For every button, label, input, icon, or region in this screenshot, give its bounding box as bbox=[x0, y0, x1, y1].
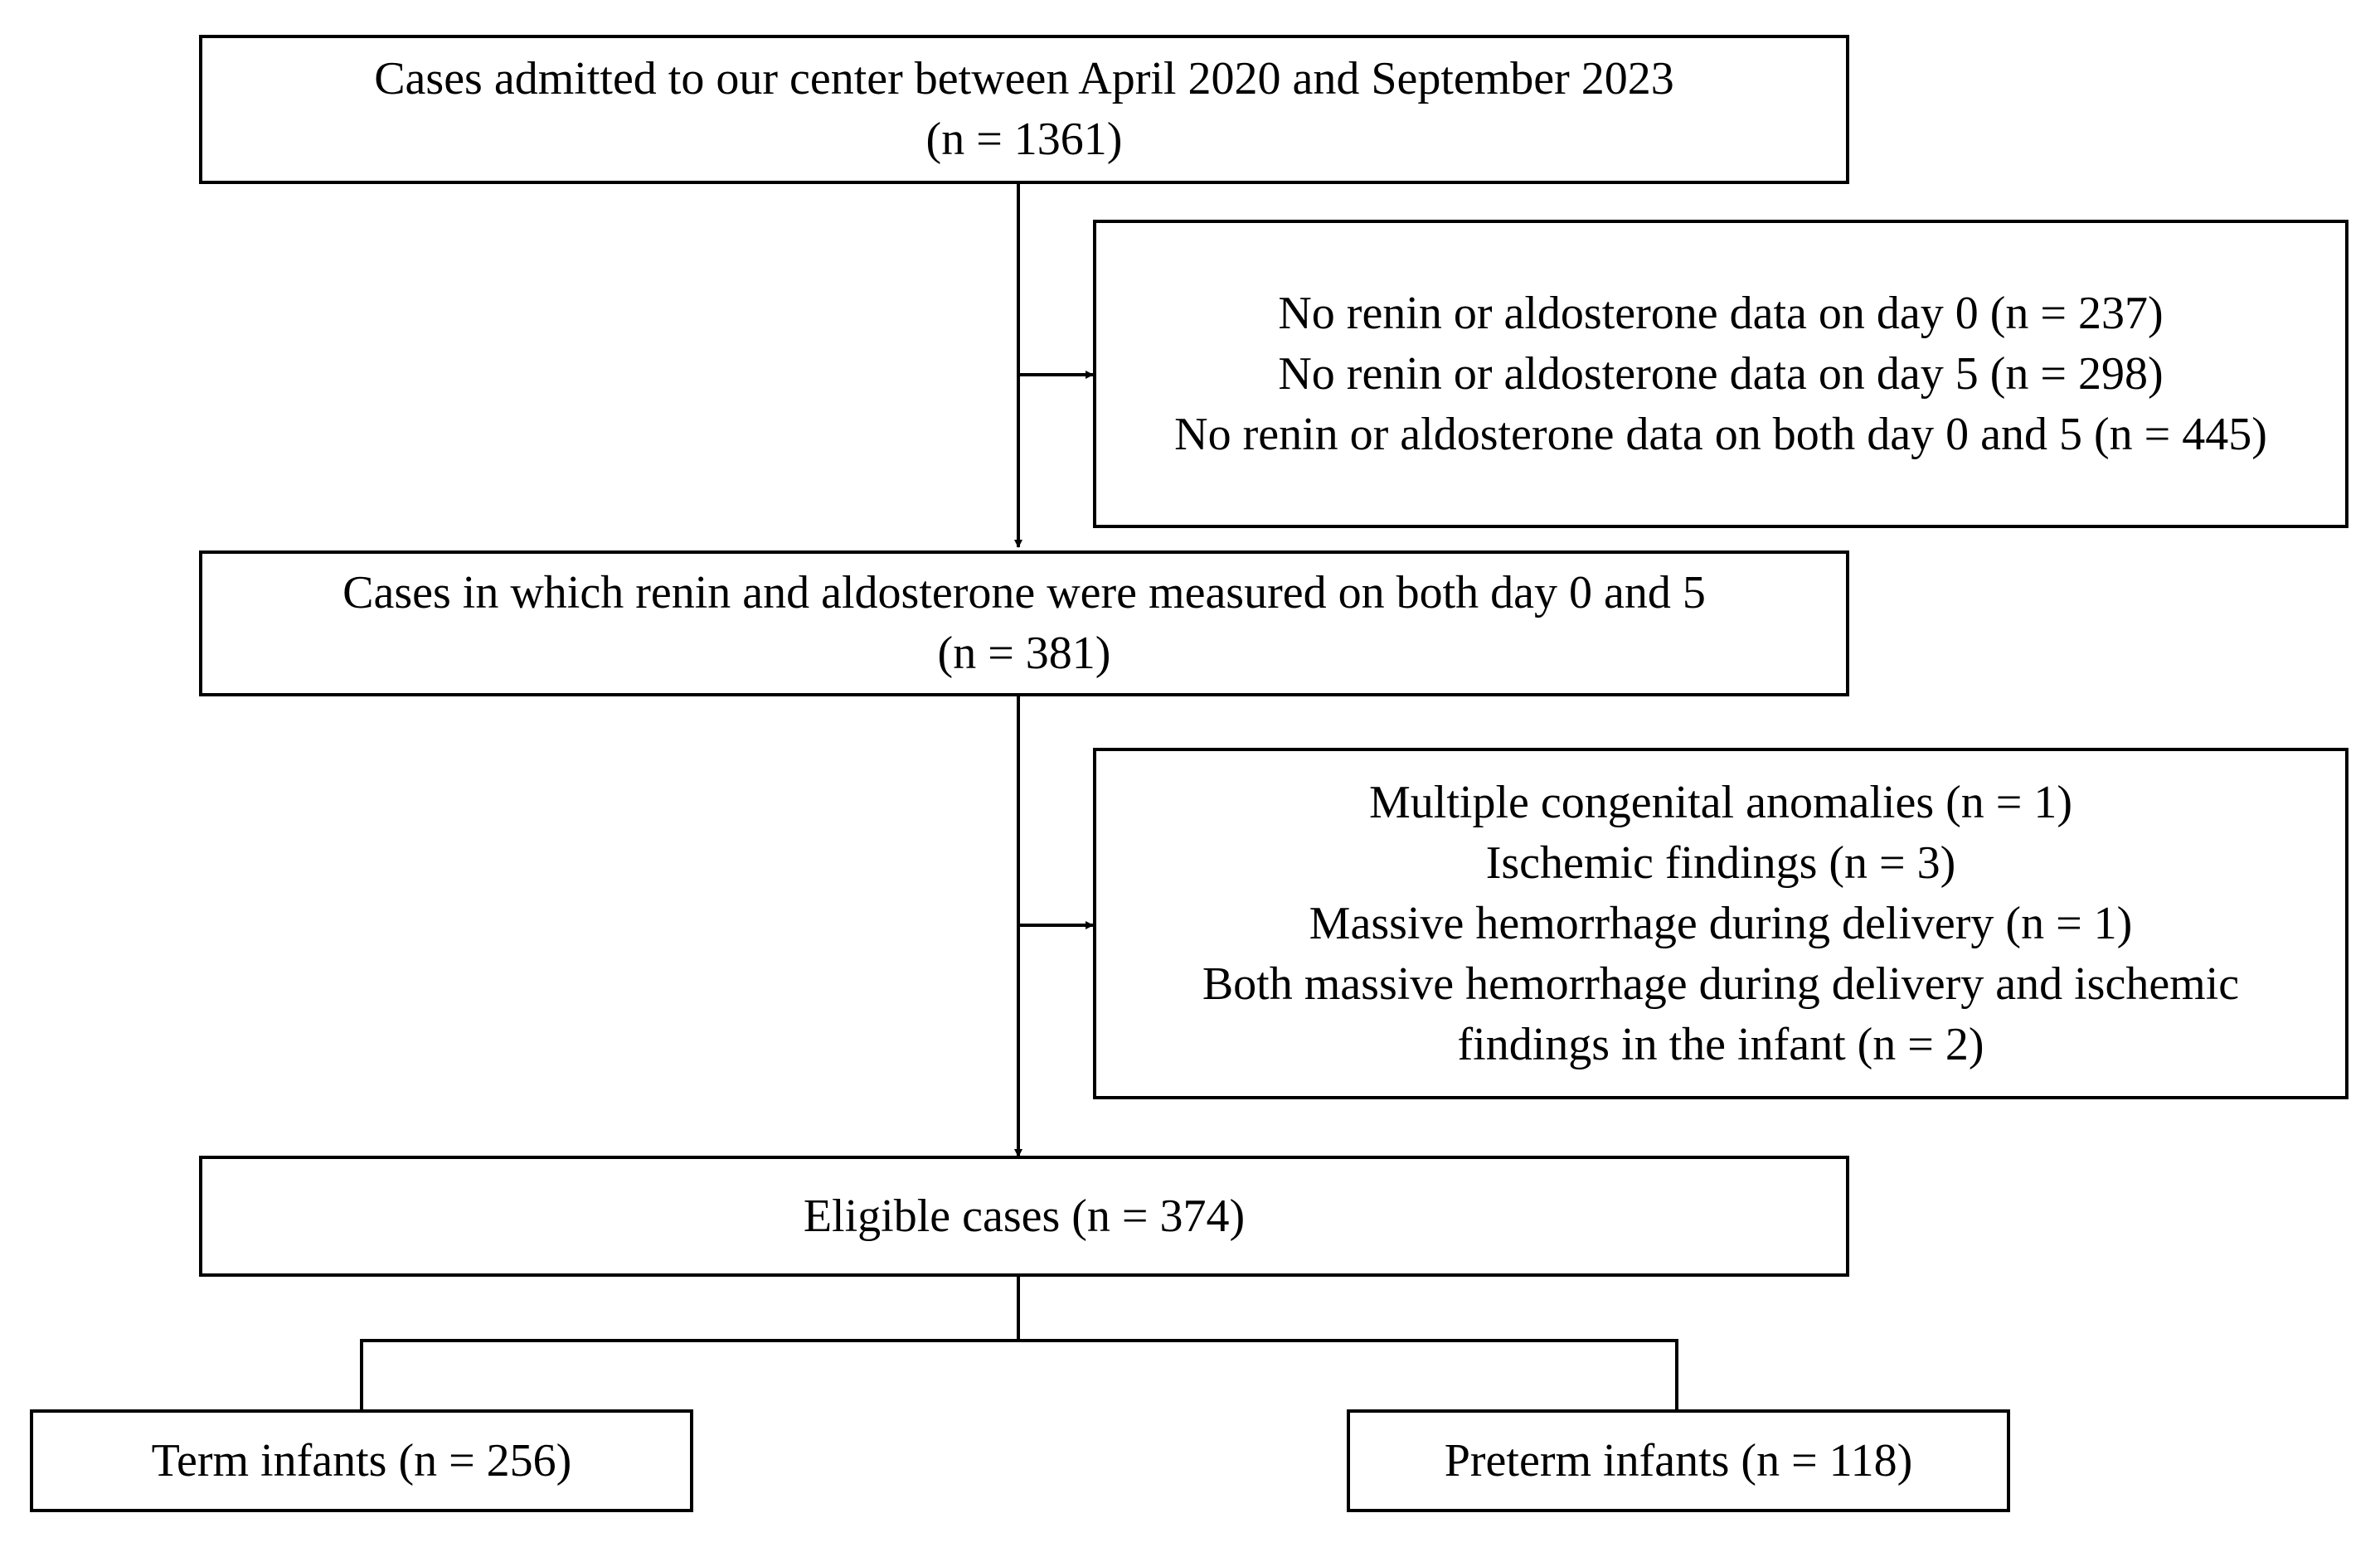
exclusion-box-missing-data: No renin or aldosterone data on day 0 (n… bbox=[1093, 220, 2348, 528]
exclusion-item: No renin or aldosterone data on both day… bbox=[1174, 408, 2267, 460]
measured-cases-box: Cases in which renin and aldosterone wer… bbox=[199, 550, 1849, 696]
eligible-cases-box: Eligible cases (n = 374) bbox=[199, 1156, 1849, 1277]
measured-cases-count: (n = 381) bbox=[937, 628, 1111, 679]
measured-cases-title: Cases in which renin and aldosterone wer… bbox=[342, 567, 1706, 618]
admitted-cases-title: Cases admitted to our center between Apr… bbox=[374, 53, 1674, 104]
exclusion-item: findings in the infant (n = 2) bbox=[1457, 1018, 1984, 1070]
exclusion-item: Massive hemorrhage during delivery (n = … bbox=[1309, 897, 2133, 949]
admitted-cases-count: (n = 1361) bbox=[925, 114, 1123, 165]
exclusion-item: Both massive hemorrhage during delivery … bbox=[1202, 958, 2240, 1010]
term-infants-label: Term infants (n = 256) bbox=[151, 1434, 572, 1486]
exclusion-item: Multiple congenital anomalies (n = 1) bbox=[1368, 776, 2073, 828]
preterm-infants-label: Preterm infants (n = 118) bbox=[1444, 1434, 1913, 1486]
exclusion-item: No renin or aldosterone data on day 0 (n… bbox=[1278, 287, 2164, 339]
term-infants-box: Term infants (n = 256) bbox=[30, 1409, 693, 1512]
exclusion-item: Ischemic findings (n = 3) bbox=[1485, 837, 1956, 889]
admitted-cases-box: Cases admitted to our center between Apr… bbox=[199, 35, 1849, 184]
preterm-infants-box: Preterm infants (n = 118) bbox=[1347, 1409, 2010, 1512]
eligible-cases-label: Eligible cases (n = 374) bbox=[803, 1190, 1246, 1242]
exclusion-item: No renin or aldosterone data on day 5 (n… bbox=[1278, 347, 2164, 400]
exclusion-box-clinical: Multiple congenital anomalies (n = 1) Is… bbox=[1093, 748, 2348, 1099]
